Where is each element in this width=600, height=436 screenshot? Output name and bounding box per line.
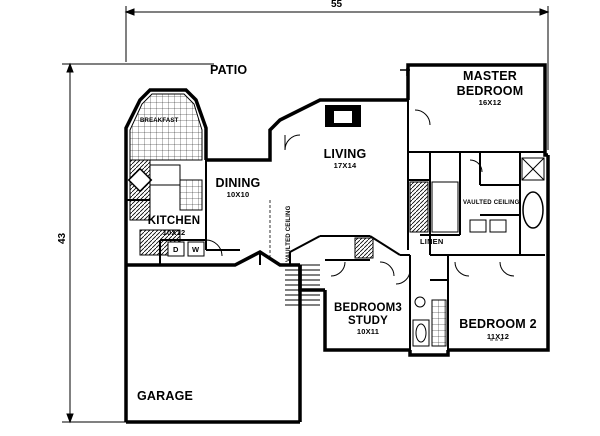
dining-name: DINING	[215, 176, 261, 190]
bedroom2-name: BEDROOM 2	[459, 317, 537, 331]
bedroom3-name-line1: BEDROOM3	[333, 302, 403, 314]
site-markers	[400, 68, 410, 76]
master-bath	[469, 157, 545, 233]
living-name: LIVING	[323, 147, 367, 161]
fireplace	[325, 98, 361, 127]
closets	[409, 181, 459, 347]
room-label-living: LIVING 17X14	[315, 148, 375, 169]
room-label-dining: DINING 10X10	[212, 177, 264, 198]
master-name-line2: BEDROOM	[456, 83, 524, 98]
label-washer: W	[192, 245, 200, 254]
vaulted-ceiling-master-note: VAULTED CEILING	[463, 200, 520, 206]
living-size: 17X14	[333, 160, 357, 170]
room-label-bedroom2: BEDROOM 2 11X12	[448, 318, 548, 340]
bedroom2-size: 11X12	[486, 331, 510, 341]
room-label-garage: GARAGE	[137, 389, 194, 403]
hall-bath	[412, 296, 430, 347]
room-label-kitchen: KITCHEN 10X12	[140, 215, 208, 237]
room-label-breakfast: BREAKFAST	[140, 118, 179, 124]
master-name-line1: MASTER	[463, 69, 517, 83]
door-swings	[205, 109, 515, 285]
room-label-bedroom3: BEDROOM3 STUDY 10X11	[326, 302, 410, 336]
room-label-patio: PATIO	[210, 63, 248, 77]
stairs	[285, 237, 374, 306]
vaulted-ceiling-hall-note: VAULTED CEILING	[286, 205, 292, 262]
ceiling-lines	[269, 200, 505, 341]
dining-size: 10X10	[226, 189, 250, 199]
overall-width-label: 55	[331, 0, 343, 10]
bedroom3-size: 10X11	[356, 327, 380, 336]
kitchen-area	[127, 93, 205, 257]
label-dryer: D	[173, 245, 179, 254]
kitchen-size: 10X12	[162, 227, 186, 237]
room-label-master: MASTER BEDROOM 16X12	[440, 70, 540, 107]
room-label-linen: LINEN	[420, 237, 444, 246]
kitchen-name: KITCHEN	[147, 215, 201, 227]
bedroom3-name-line2: STUDY	[348, 314, 388, 327]
dimension-lines	[62, 6, 550, 424]
overall-depth-label: 43	[57, 232, 68, 244]
master-size: 16X12	[478, 98, 502, 107]
